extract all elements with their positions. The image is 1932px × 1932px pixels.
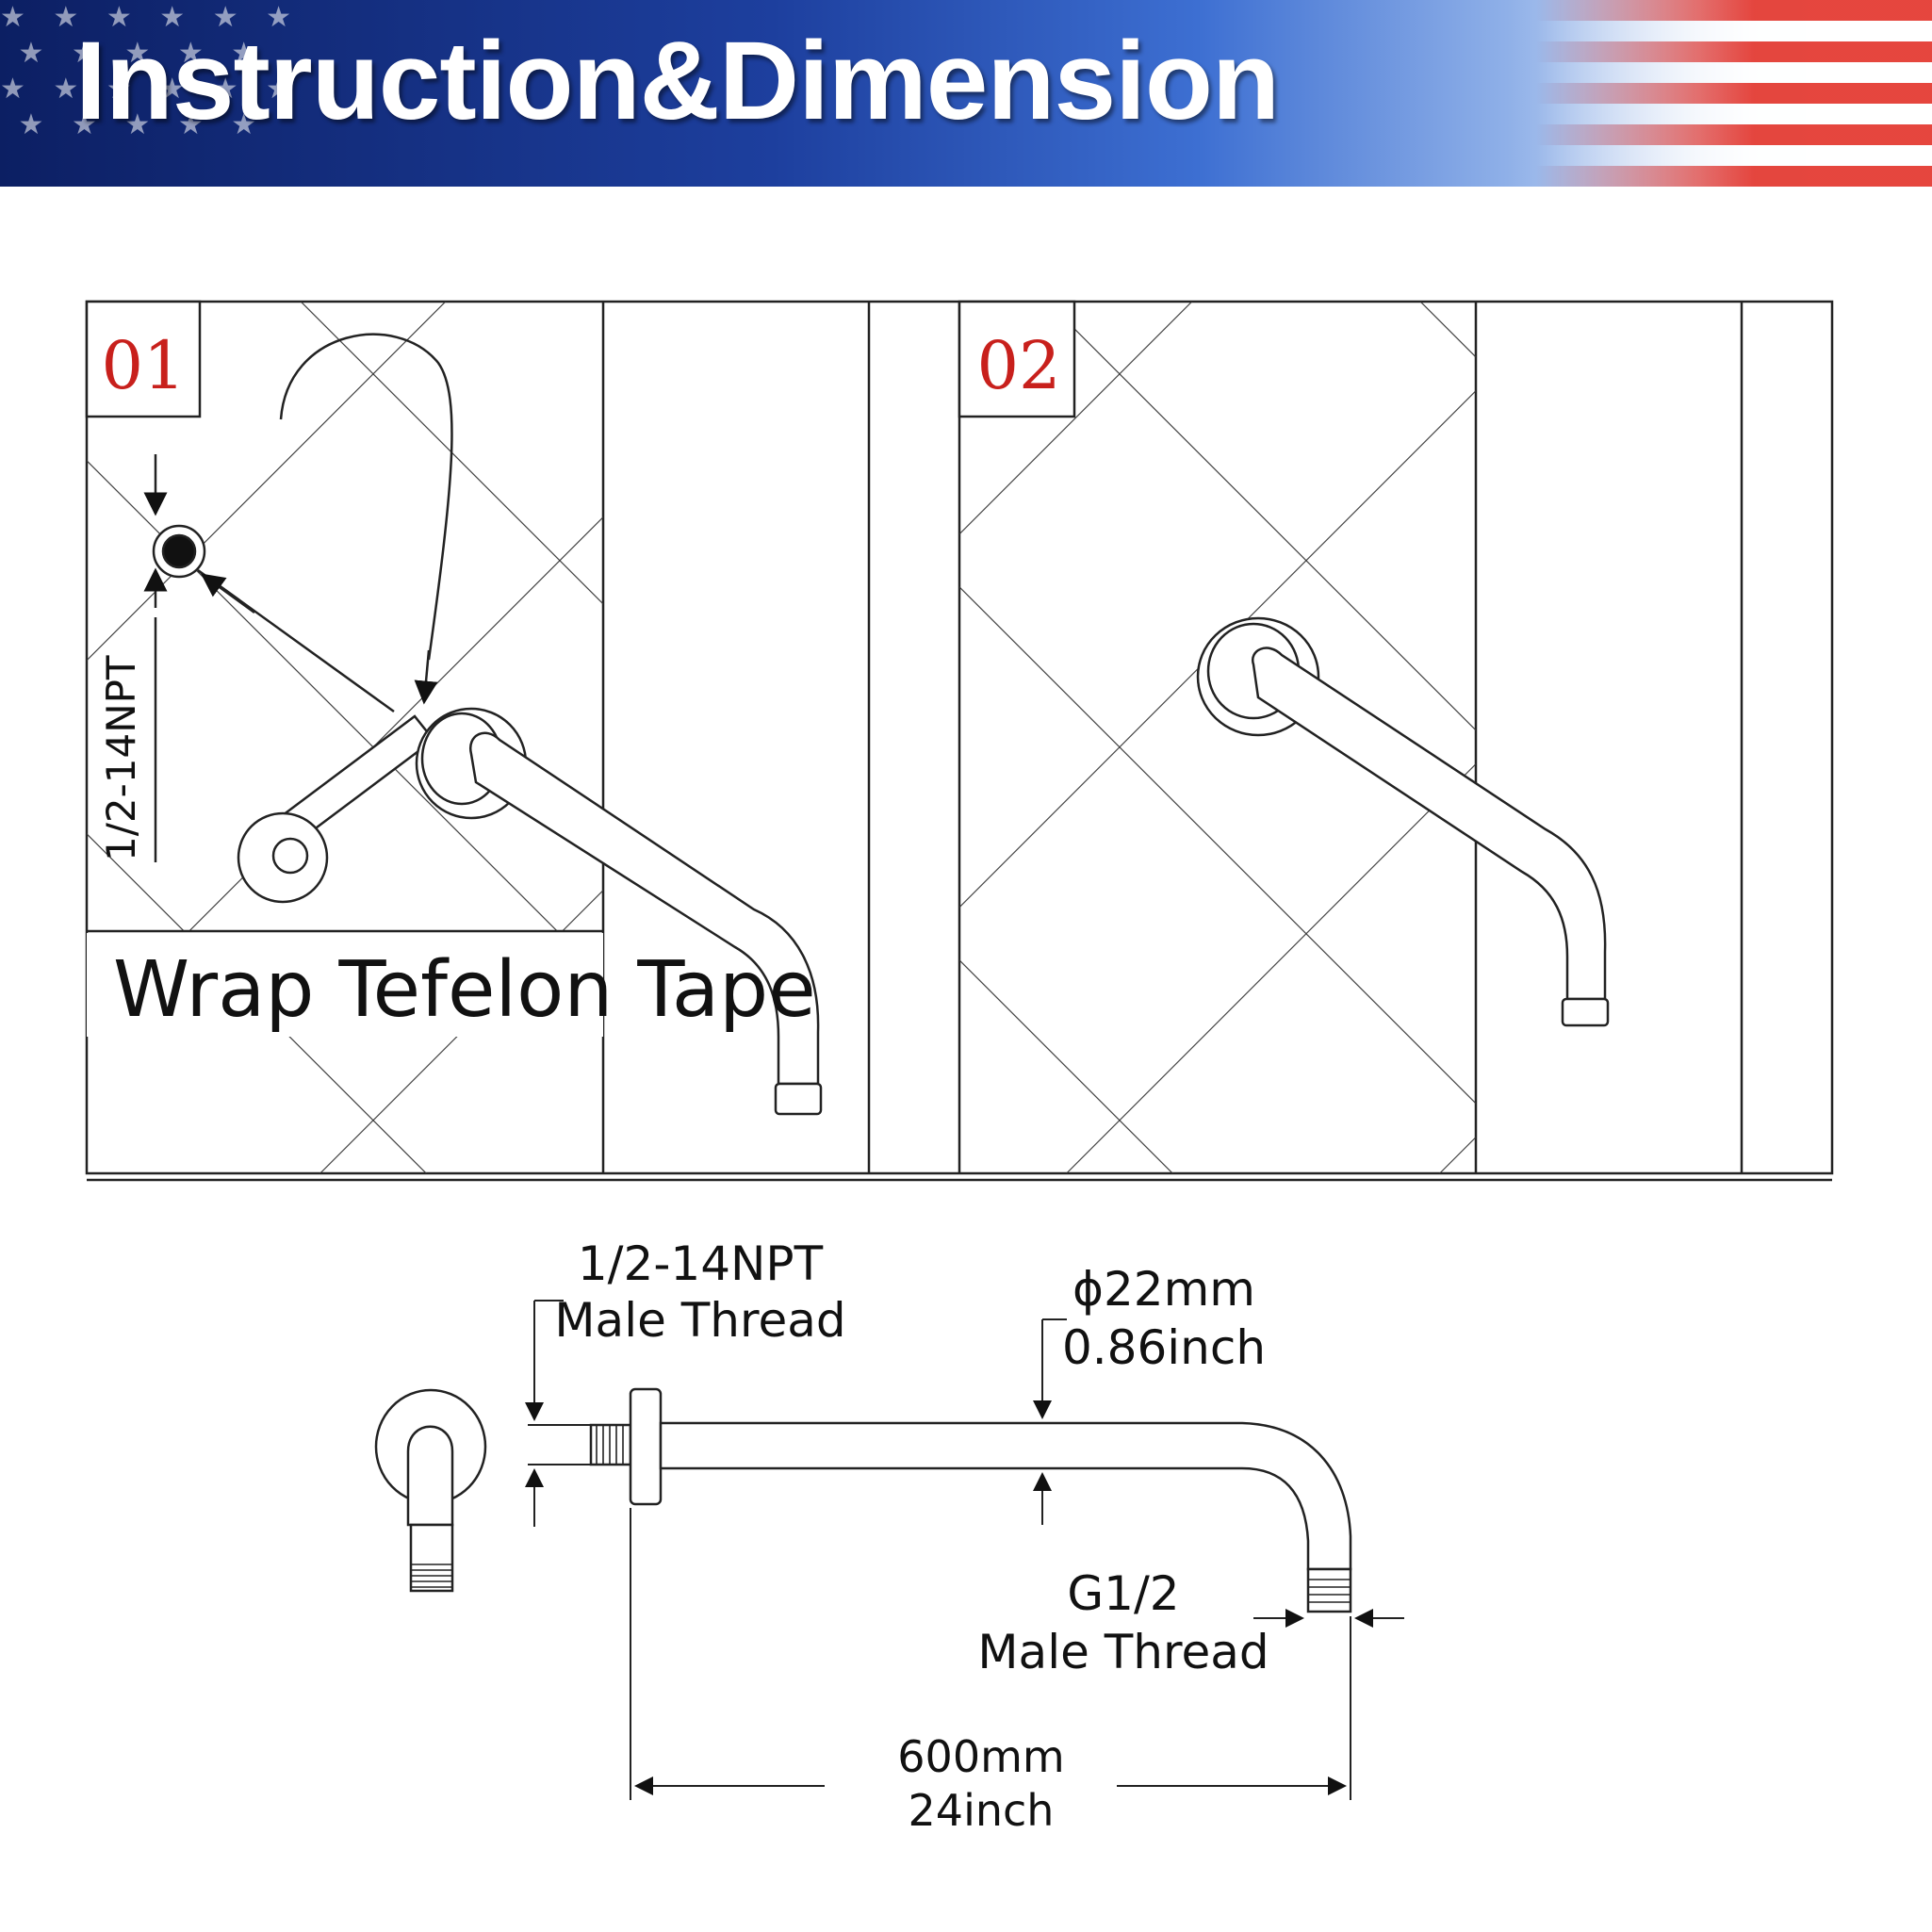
step-2-illustration [1196,616,1610,1027]
tile-pattern-step-1 [87,302,603,1173]
flag-stripes [1536,0,1932,187]
step-1-illustration [143,333,823,1116]
outlet-thread-type: Male Thread [977,1625,1269,1679]
outlet-thread-size: G1/2 [1067,1566,1179,1621]
inlet-thread-size: 1/2-14NPT [578,1236,824,1291]
step-2-number: 02 [976,327,1060,404]
stars-pattern: ★ ★ ★ ★ ★ ★ ★ ★ ★ ★ ★ ★ ★ ★ ★ ★ ★ ★ ★ ★ … [0,1,302,141]
arm-diameter-inch: 0.86inch [1062,1320,1266,1375]
dimension-labels: 1/2-14NPT Male Thread ϕ22mm 0.86inch G1/… [554,1236,1269,1836]
step-1-thread-label: 1/2-14NPT [98,655,144,861]
arm-length-mm: 600mm [897,1731,1064,1782]
step-1-caption: Wrap Tefelon Tape [113,945,816,1035]
dimension-drawing [374,1387,1352,1613]
step-1-badge: 01 [85,300,202,418]
page-title: Instruction&Dimension [75,19,1280,143]
step-2-badge: 02 [958,300,1076,418]
arm-length-inch: 24inch [909,1785,1055,1836]
dimension-lines [525,1300,1404,1800]
arm-diameter-mm: ϕ22mm [1072,1262,1255,1317]
inlet-thread-type: Male Thread [554,1293,845,1348]
header-banner: ★ ★ ★ ★ ★ ★ ★ ★ ★ ★ ★ ★ ★ ★ ★ ★ ★ ★ ★ ★ … [0,0,1932,187]
step-1-number: 01 [101,327,185,404]
